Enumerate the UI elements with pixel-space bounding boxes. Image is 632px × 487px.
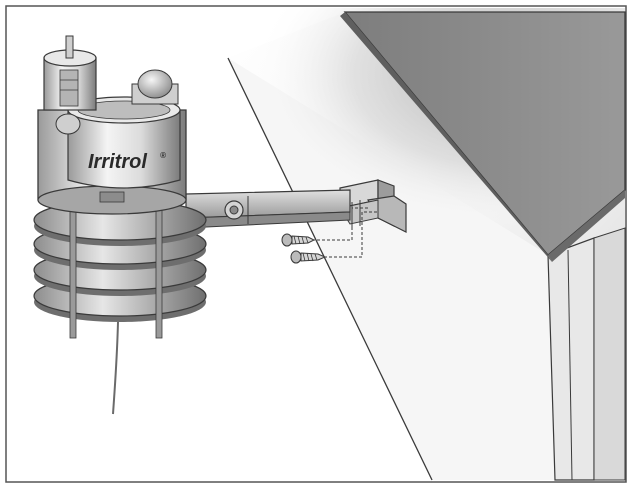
sensor-cable [112,321,119,415]
brand-logo: Irritrol [88,151,147,173]
weather-sensor-icon: Irritrol ® [33,35,207,415]
screw-alignment-guides [312,207,378,258]
mounting-arm [185,189,351,229]
roof-eave [340,11,626,262]
sensor-housing: Irritrol ® [37,96,187,215]
dome-sensor [131,69,179,105]
wood-screw-icon [290,250,327,264]
brand-registered-mark: ® [160,151,166,160]
adjustment-tower [43,35,97,135]
wood-screw-icon [281,233,316,247]
